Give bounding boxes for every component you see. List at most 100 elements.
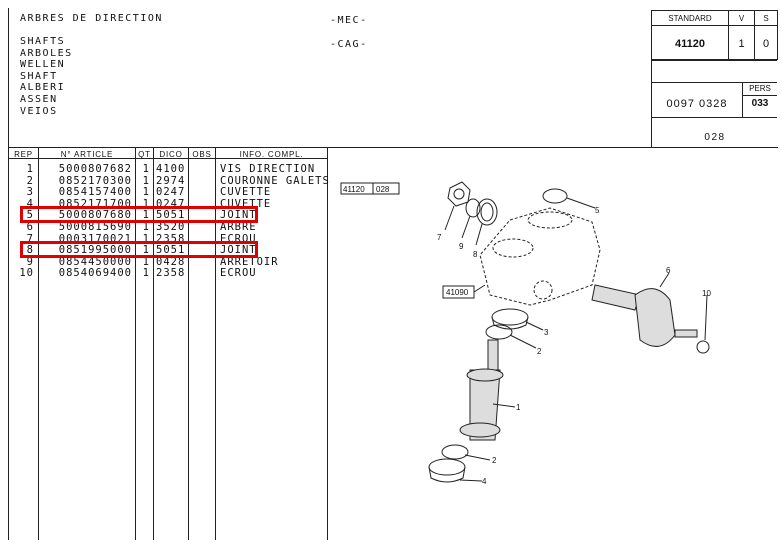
cell-dico: 2358 xyxy=(156,232,186,245)
box-line xyxy=(754,10,755,60)
cell-rep: 9 xyxy=(26,255,34,268)
ref-box-housing: 41090 xyxy=(442,284,486,299)
name-de: WELLEN xyxy=(20,59,66,71)
sector-shaft-6 xyxy=(591,284,698,347)
nut-7 xyxy=(447,181,471,207)
cell-info: VIS DIRECTION xyxy=(220,163,316,175)
bearing-2b xyxy=(441,444,469,460)
callout-6: 6 xyxy=(666,266,671,275)
cell-rep: 7 xyxy=(26,232,34,245)
cell-qt: 1 xyxy=(142,209,150,222)
header-divider xyxy=(8,147,778,148)
cell-info: CUVETTE xyxy=(220,197,272,210)
ref-box-group: 41120 028 xyxy=(340,182,400,195)
standard-label: STANDARD xyxy=(668,14,712,23)
col-line xyxy=(153,147,154,540)
cell-dico: 2974 xyxy=(156,174,186,187)
name-pt: VEIOS xyxy=(20,105,58,117)
name-en2: SHAFT xyxy=(20,70,58,82)
nut-10 xyxy=(696,340,710,354)
leader-lines xyxy=(444,197,708,482)
ref-group-text: 41120 xyxy=(343,185,365,194)
cell-rep: 6 xyxy=(26,221,34,233)
cell-qt: 1 xyxy=(142,232,150,245)
seal-5 xyxy=(542,188,568,204)
cell-rep: 5 xyxy=(26,209,34,222)
box-line xyxy=(742,95,777,96)
callout-10: 10 xyxy=(702,289,711,298)
cell-rep: 3 xyxy=(26,186,34,199)
name-it: ALBERI xyxy=(20,82,66,94)
callout-3: 3 xyxy=(544,328,549,337)
box-line xyxy=(651,10,652,148)
cell-qt: 1 xyxy=(142,244,150,257)
col-qt: QT xyxy=(138,150,151,159)
cell-info: ECROU xyxy=(220,267,257,280)
page-title: ARBRES DE DIRECTION xyxy=(20,13,163,24)
cell-qt: 1 xyxy=(142,255,150,268)
highlight-row-8 xyxy=(20,241,258,258)
cell-info: JOINT xyxy=(220,209,257,222)
cell-article: 0852170300 xyxy=(58,174,132,187)
page-number: 028 xyxy=(704,132,726,143)
cup-3 xyxy=(491,308,529,330)
cup-4 xyxy=(428,458,466,483)
ref-housing-text: 41090 xyxy=(446,288,469,297)
column-header-divider xyxy=(8,158,328,159)
cell-article: 0854450000 xyxy=(58,255,132,268)
pers-label: PERS xyxy=(749,84,771,93)
col-line xyxy=(215,147,216,540)
box-line xyxy=(777,10,778,60)
cell-rep: 4 xyxy=(26,197,34,210)
seal-8 xyxy=(476,198,498,226)
cell-dico: 3520 xyxy=(156,221,186,233)
cell-qt: 1 xyxy=(142,221,150,233)
cell-qt: 1 xyxy=(142,186,150,199)
cell-dico: 0428 xyxy=(156,255,186,268)
col-line xyxy=(135,147,136,540)
cell-qt: 1 xyxy=(142,267,150,280)
cell-info: JOINT xyxy=(220,244,257,257)
standard-value: 41120 xyxy=(675,38,705,50)
cell-info: CUVETTE xyxy=(220,186,272,199)
cell-article: 0854157400 xyxy=(58,186,132,199)
cell-rep: 1 xyxy=(26,163,34,175)
cag-label: -CAG- xyxy=(330,39,368,50)
box-line xyxy=(742,82,743,117)
callout-5: 5 xyxy=(595,206,600,215)
cell-dico: 5051 xyxy=(156,244,186,257)
callouts: 1 2 2 3 4 5 6 7 8 9 10 xyxy=(437,206,711,486)
cell-article: 5000807680 xyxy=(58,209,132,222)
col-dico: DICO xyxy=(159,150,183,159)
col-article: N° ARTICLE xyxy=(60,150,114,159)
name-en: SHAFTS xyxy=(20,36,66,47)
callout-2a: 2 xyxy=(537,347,542,356)
language-names: SHAFTS ARBOLES WELLEN SHAFT ALBERI ASSEN… xyxy=(20,36,73,117)
cell-dico: 2358 xyxy=(156,267,186,280)
frame-left xyxy=(8,8,9,540)
s-value: 0 xyxy=(762,38,770,50)
cell-info: ECROU xyxy=(220,232,257,245)
cell-rep: 2 xyxy=(26,174,34,187)
cell-article: 5000815690 xyxy=(58,221,132,233)
cell-dico: 4100 xyxy=(156,163,186,175)
highlight-row-5 xyxy=(20,206,258,223)
box-line xyxy=(651,25,777,26)
pers-value: 033 xyxy=(751,98,769,109)
callout-9: 9 xyxy=(459,242,464,251)
col-line xyxy=(38,147,39,540)
name-nl: ASSEN xyxy=(20,93,58,105)
cell-rep: 10 xyxy=(19,267,34,280)
name-es: ARBOLES xyxy=(20,47,73,59)
v-label: V xyxy=(738,14,745,23)
cell-qt: 1 xyxy=(142,197,150,210)
col-line xyxy=(188,147,189,540)
